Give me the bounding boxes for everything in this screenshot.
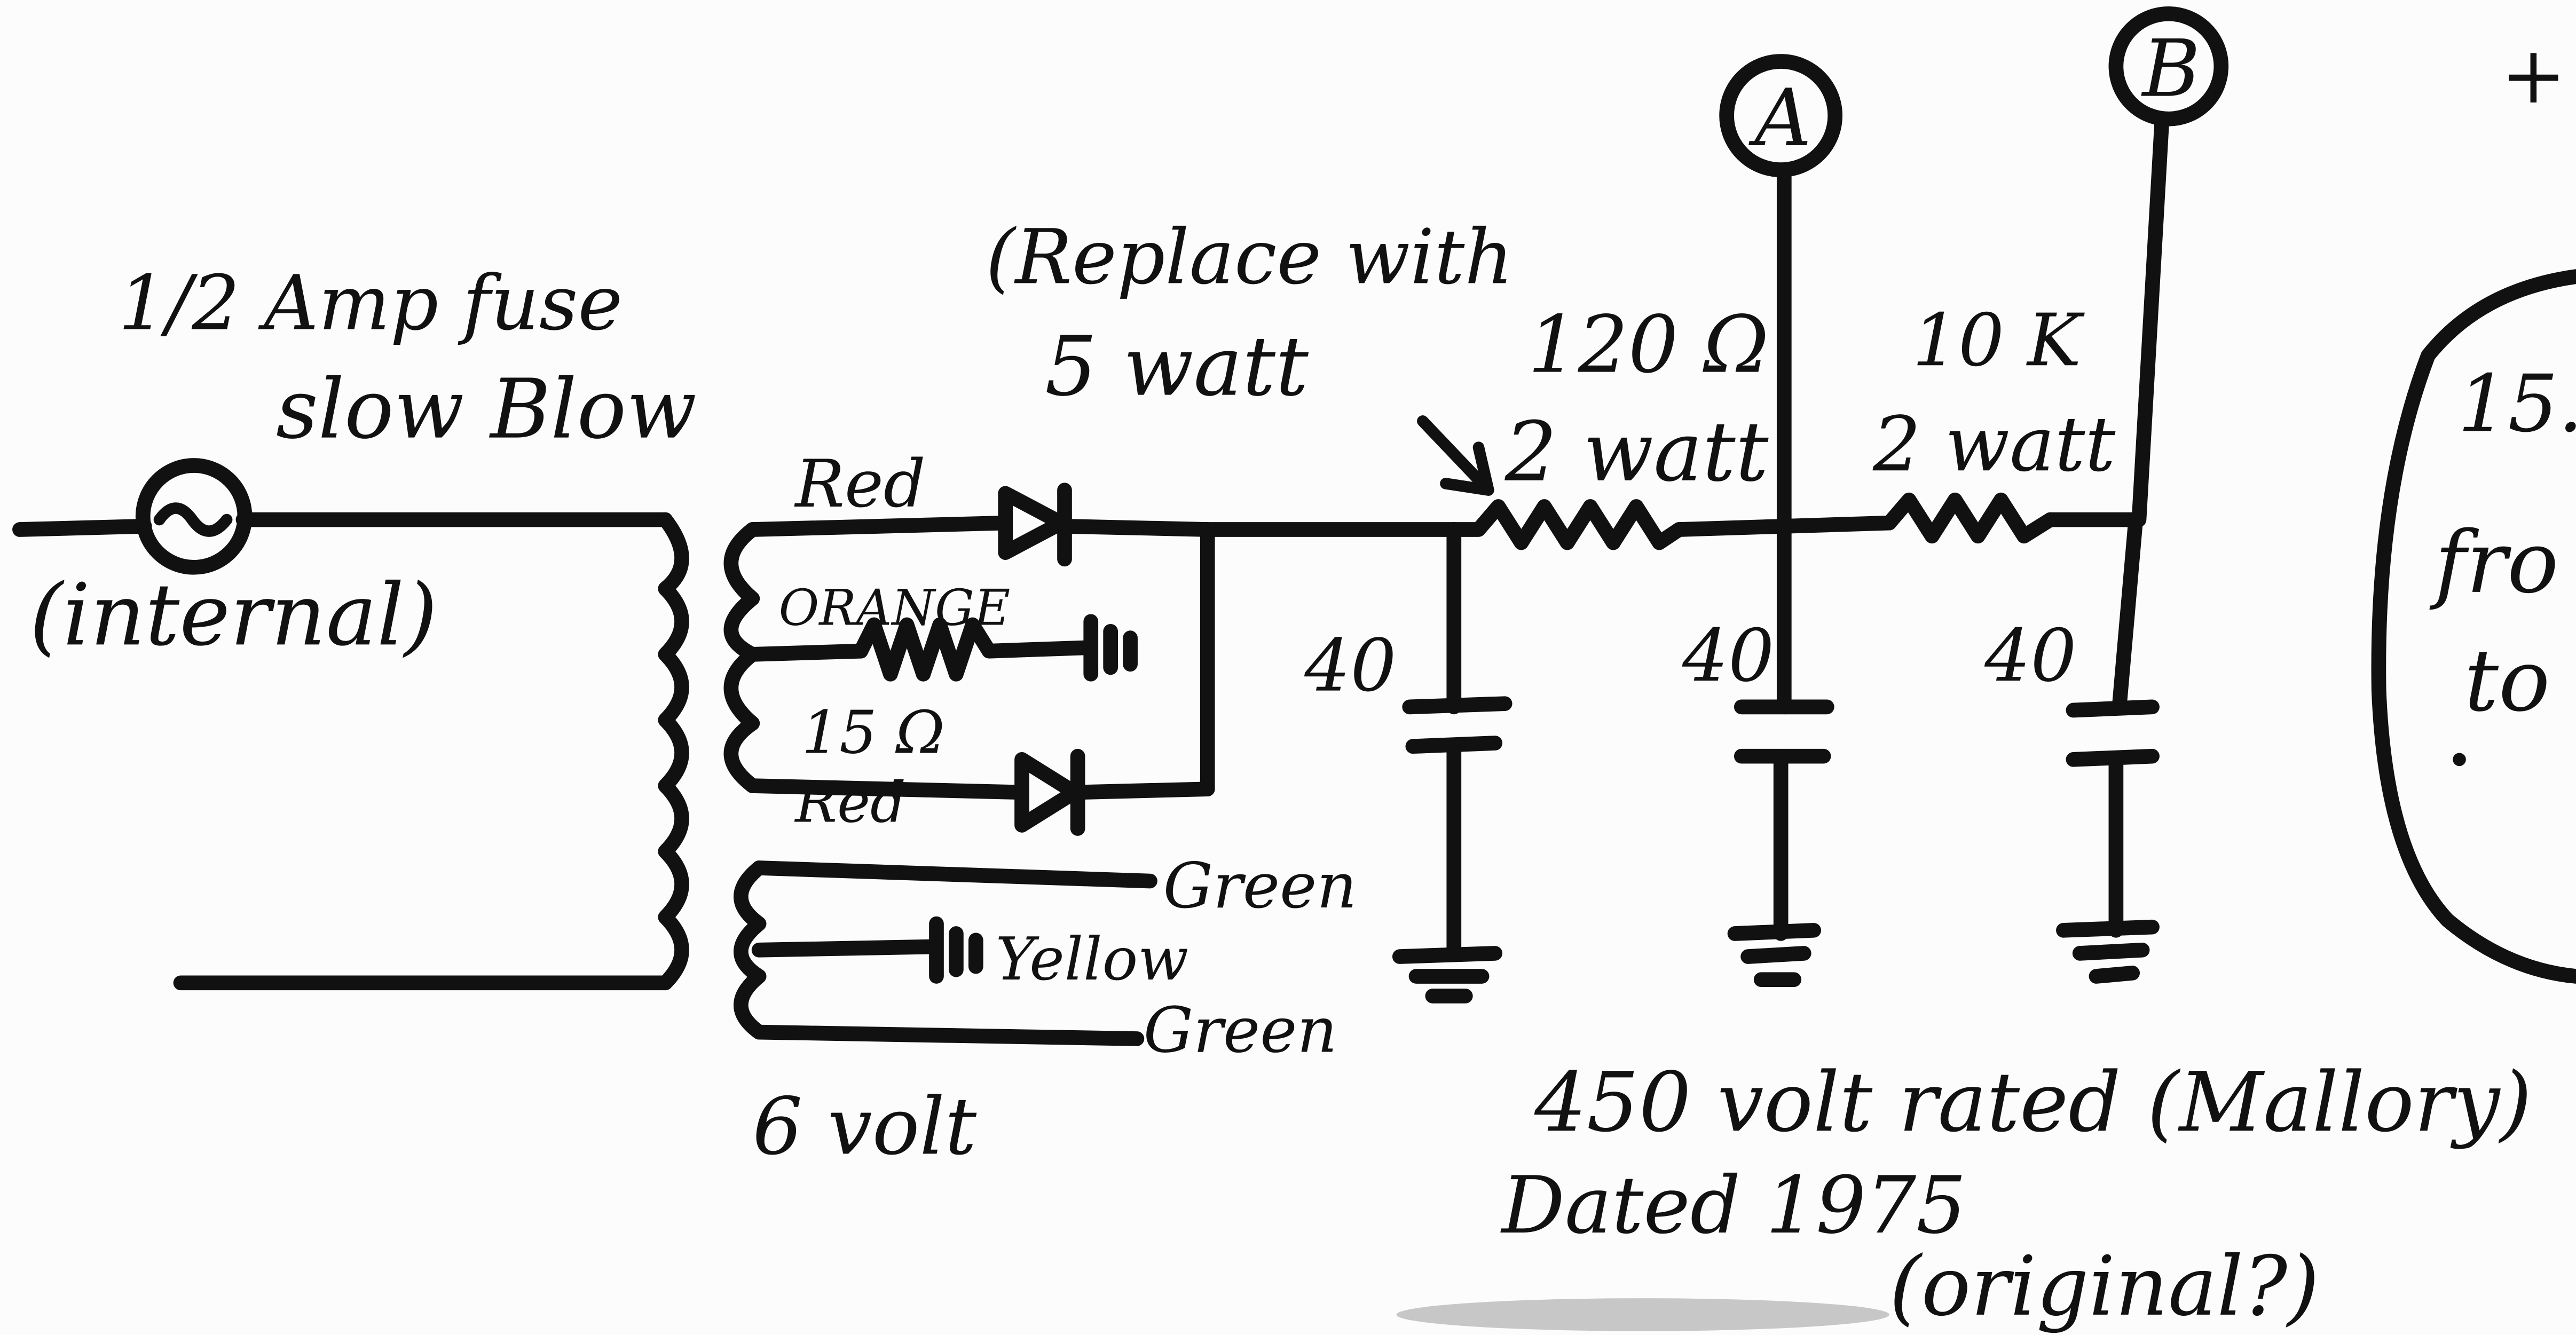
cap3-value-label: 40 (1984, 613, 2076, 698)
yellow-ground-icon (929, 916, 983, 984)
fuse-symbol (135, 458, 253, 575)
cutoff-note-bubble (2371, 269, 2576, 984)
resistor-10k (1881, 492, 2058, 544)
node-b-label: B (2141, 23, 2201, 115)
cutoff-note-line1: 15. (2457, 358, 2576, 449)
orange-tap-resistor (853, 617, 1092, 682)
orange-lead-wire (745, 643, 869, 662)
cutoff-note-line2: fro (2429, 512, 2558, 612)
filament-voltage-label: 6 volt (752, 1080, 976, 1172)
mains-line-top (12, 512, 673, 537)
primary-winding (658, 512, 689, 991)
replace-note-line2: 5 watt (1045, 319, 1309, 415)
orange-tap-ground-icon (1083, 614, 1138, 682)
green-lead-bottom-wire (751, 1024, 1145, 1046)
wire-red-top-label: Red (794, 446, 925, 523)
wire-green-bottom-label: Green (1144, 994, 1337, 1067)
r1-power-label: 2 watt (1504, 405, 1769, 500)
scan-smudge (1396, 1298, 1889, 1331)
fuse-type-label: slow Blow (276, 362, 697, 457)
wire-red-bottom-label: Red (794, 770, 906, 835)
resistor-120-ohm (1446, 499, 1687, 550)
yellow-lead-wire (751, 939, 938, 958)
cutoff-note-line3: to (2464, 631, 2550, 731)
wire-orange-label: ORANGE (779, 579, 1011, 636)
wire-15-ohm-label: 15 Ω (802, 699, 945, 768)
diode-bottom (1014, 748, 1215, 836)
green-lead-top-wire (751, 860, 1157, 889)
diode-top (998, 483, 1215, 567)
ground-icon (1392, 946, 1503, 1004)
r1-value-label: 120 Ω (1528, 299, 1769, 391)
r2-power-label: 2 watt (1872, 401, 2116, 488)
ground-icon (1727, 922, 1822, 988)
wire-green-top-label: Green (1163, 849, 1357, 922)
node-b-wire (2131, 111, 2170, 527)
capacitor-2 (1734, 522, 1834, 941)
replace-note-line1: (Replace with (986, 214, 1513, 301)
fuse-rating-label: 1/2 Amp fuse (119, 260, 623, 347)
capacitor-1 (1402, 522, 1512, 961)
plus-sign: + (2500, 29, 2566, 121)
ground-icon (2056, 919, 2160, 984)
node-a-label: A (1748, 72, 1811, 164)
red-lead-bottom-wire (745, 778, 1029, 800)
wire-yellow-label: Yellow (996, 925, 1188, 994)
fuse-location-label: (internal) (29, 565, 437, 665)
r2-value-label: 10 K (1912, 298, 2085, 382)
cap-date-note: Dated 1975 (1500, 1159, 1967, 1251)
cap1-value-label: 40 (1304, 623, 1396, 708)
replace-arrow (1417, 415, 1494, 496)
filament-winding (734, 860, 767, 1040)
ink-dot (2453, 753, 2466, 767)
capacitor-3 (2066, 512, 2160, 938)
cap-rating-note: 450 volt rated (Mallory) (1534, 1055, 2532, 1150)
cap2-value-label: 40 (1682, 613, 1774, 698)
red-lead-top-wire (745, 515, 1013, 537)
fuse-wave-icon (153, 502, 233, 537)
cap-original-note: (original?) (1889, 1239, 2320, 1334)
